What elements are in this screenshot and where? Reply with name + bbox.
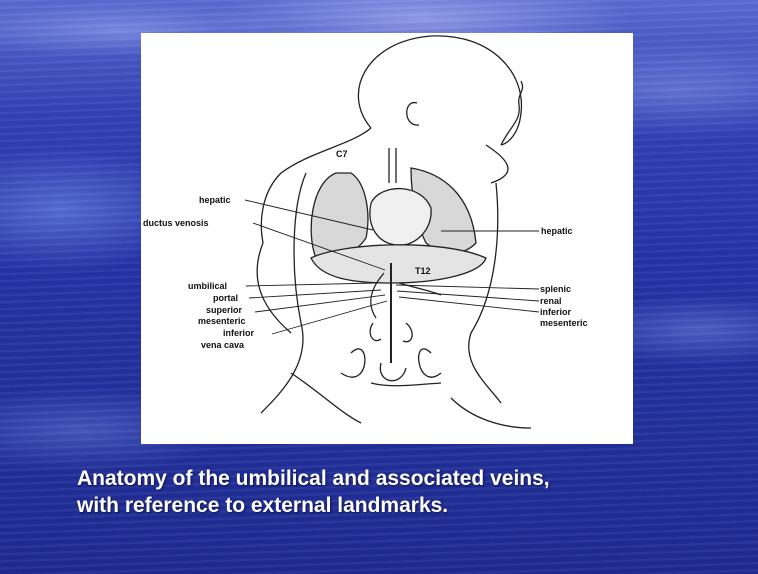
slide-caption: Anatomy of the umbilical and associated … [77,465,717,519]
label-inferior-left: inferior [223,328,254,338]
label-mesenteric-left: mesenteric [198,316,246,326]
label-mesenteric-right: mesenteric [540,318,588,328]
label-hepatic-left: hepatic [199,195,231,205]
label-splenic: splenic [540,284,571,294]
label-umbilical: umbilical [188,281,227,291]
label-hepatic-right: hepatic [541,226,573,236]
caption-line-1: Anatomy of the umbilical and associated … [77,465,717,492]
label-portal: portal [213,293,238,303]
label-inferior-right: inferior [540,307,571,317]
label-t12: T12 [415,266,431,276]
label-vena-cava: vena cava [201,340,244,350]
label-renal: renal [540,296,562,306]
label-superior: superior [206,305,242,315]
caption-line-2: with reference to external landmarks. [77,492,717,519]
infant-anatomy-drawing [141,33,633,444]
label-c7: C7 [336,149,348,159]
anatomy-figure: C7 T12 hepatic ductus venosis hepatic um… [141,33,633,444]
label-ductus-venosis: ductus venosis [143,218,209,228]
